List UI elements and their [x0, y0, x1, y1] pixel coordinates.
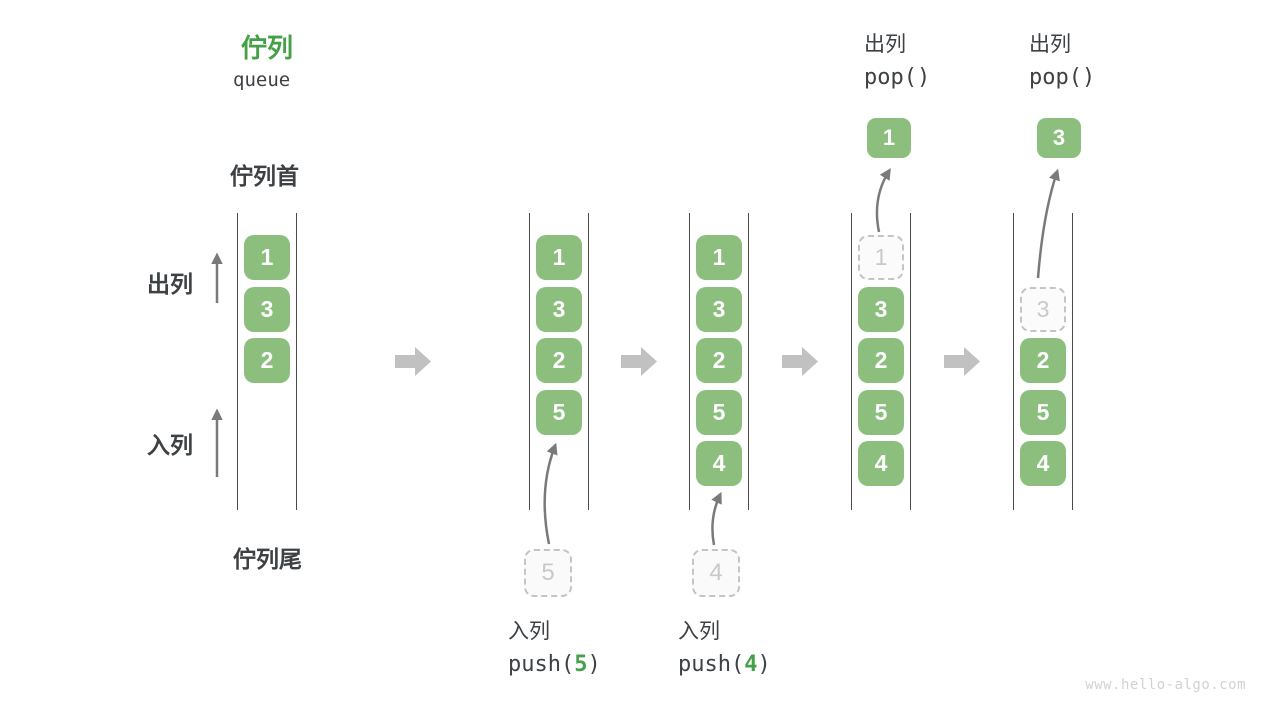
queue-cell: 2 [696, 338, 742, 383]
queue-cell: 4 [696, 441, 742, 486]
staged-value-box: 4 [692, 549, 740, 597]
operation-name: 出列 [864, 33, 906, 56]
staged-value-box: 5 [524, 549, 572, 597]
operation-code: pop() [864, 65, 931, 90]
queue-cell: 4 [1020, 441, 1066, 486]
queue-cell: 2 [858, 338, 904, 383]
queue-cell: 5 [536, 390, 582, 435]
queue-rear-label: 佇列尾 [233, 546, 302, 572]
enqueue-operation-caption: 入列 push(4) [678, 618, 771, 679]
operation-code: push(4) [678, 652, 771, 677]
queue-cell: 1 [244, 235, 290, 280]
queue-column: 1 3 2 5 [529, 213, 589, 510]
operation-name: 出列 [1029, 33, 1071, 56]
queue-column: 3 2 5 4 [1013, 213, 1073, 510]
queue-cell: 3 [244, 287, 290, 332]
queue-column: 1 3 2 [237, 213, 297, 510]
operation-code: pop() [1029, 65, 1096, 90]
queue-cell: 5 [858, 390, 904, 435]
operation-arg: 5 [574, 652, 588, 677]
step-arrow-icon [395, 347, 431, 376]
operation-name: 入列 [678, 620, 720, 643]
queue-column: 1 3 2 5 4 [689, 213, 749, 510]
queue-cell: 1 [536, 235, 582, 280]
queue-cell: 2 [536, 338, 582, 383]
operation-arg: 4 [744, 652, 758, 677]
queue-column: 1 3 2 5 4 [851, 213, 911, 510]
enqueue-side-label: 入列 [147, 432, 193, 458]
queue-cell-removed: 3 [1020, 287, 1066, 332]
operation-name: 入列 [508, 620, 550, 643]
queue-front-label: 佇列首 [230, 163, 299, 189]
queue-cell: 3 [858, 287, 904, 332]
dequeue-operation-caption: 出列 pop() [864, 31, 930, 92]
step-arrow-icon [621, 347, 657, 376]
dequeue-operation-caption: 出列 pop() [1029, 31, 1095, 92]
dequeue-side-label: 出列 [147, 271, 193, 297]
queue-cell: 2 [1020, 338, 1066, 383]
queue-cell: 3 [696, 287, 742, 332]
diagram-subtitle: queue [233, 69, 291, 91]
popped-value-box: 3 [1037, 118, 1081, 158]
queue-cell: 5 [696, 390, 742, 435]
queue-cell-removed: 1 [858, 235, 904, 280]
queue-cell: 1 [696, 235, 742, 280]
queue-cell: 4 [858, 441, 904, 486]
diagram-title: 佇列 [241, 33, 294, 63]
enqueue-operation-caption: 入列 push(5) [508, 618, 601, 679]
queue-cell: 3 [536, 287, 582, 332]
queue-cell: 5 [1020, 390, 1066, 435]
popped-value-box: 1 [867, 118, 911, 158]
step-arrow-icon [944, 347, 980, 376]
step-arrow-icon [782, 347, 818, 376]
watermark: www.hello-algo.com [1085, 677, 1246, 693]
queue-cell: 2 [244, 338, 290, 383]
operation-code: push(5) [508, 652, 601, 677]
